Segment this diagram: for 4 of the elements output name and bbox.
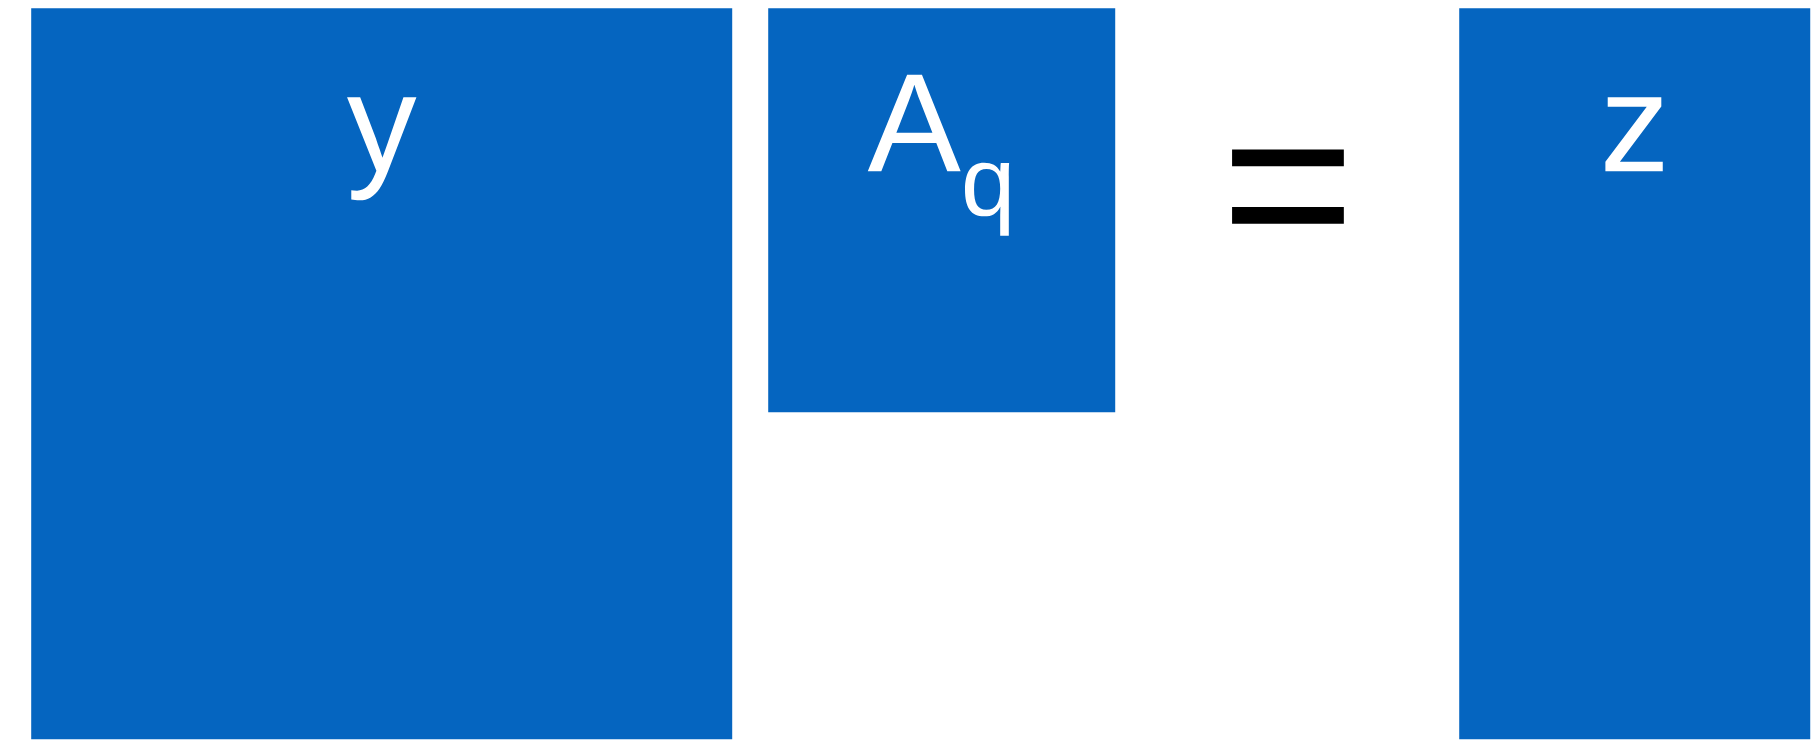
equals-sign: = — [1232, 149, 1344, 224]
matrix-block: y — [31, 8, 733, 740]
matrix-block: A$_{q}$ — [768, 8, 1116, 413]
matrix-block: z — [1459, 8, 1811, 740]
